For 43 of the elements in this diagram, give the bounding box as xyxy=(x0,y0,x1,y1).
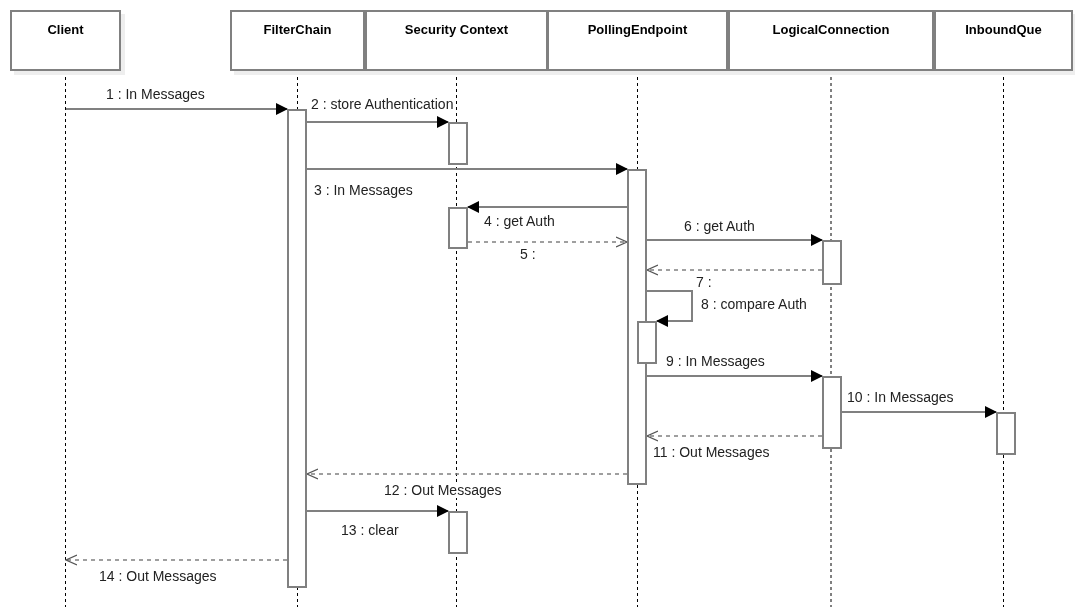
participant-name: Security Context xyxy=(403,21,510,37)
message-arrow xyxy=(646,234,823,246)
message-arrow xyxy=(306,468,628,480)
message-arrow xyxy=(841,406,997,418)
activation-bar xyxy=(822,240,842,285)
participant-name: PollingEndpoint xyxy=(586,21,689,37)
edge-label: 9 : In Messages xyxy=(665,353,766,369)
activation-bar xyxy=(637,321,657,364)
activation-bar xyxy=(448,122,468,165)
edge-label: 14 : Out Messages xyxy=(98,568,218,584)
message-arrow xyxy=(467,236,628,248)
edge-label: 7 : xyxy=(695,274,713,290)
activation-bar xyxy=(822,376,842,449)
message-arrow xyxy=(65,554,288,566)
edge-label: 3 : In Messages xyxy=(313,182,414,198)
activation-bar xyxy=(448,511,468,554)
edge-label: 4 : get Auth xyxy=(483,213,556,229)
message-arrow xyxy=(306,116,449,128)
activation-bar xyxy=(448,207,468,249)
participant-name: FilterChain xyxy=(262,21,333,37)
message-arrow xyxy=(646,290,693,327)
edge-label: 5 : xyxy=(519,246,537,262)
edge-label: 8 : compare Auth xyxy=(700,296,808,312)
message-arrow xyxy=(306,163,628,175)
edge-label: 11 : Out Messages xyxy=(652,444,771,460)
edge-label: 10 : In Messages xyxy=(846,389,955,405)
activation-bar xyxy=(996,412,1016,455)
message-arrow xyxy=(306,505,449,517)
participant-name: InboundQue xyxy=(964,21,1043,37)
message-arrow xyxy=(646,264,823,276)
message-arrow xyxy=(467,201,628,213)
participant-name: Client xyxy=(46,21,85,37)
activation-bar xyxy=(287,109,307,588)
message-arrow xyxy=(646,370,823,382)
participant-name: LogicalConnection xyxy=(771,21,891,37)
activation-bar xyxy=(627,169,647,485)
message-arrow xyxy=(646,430,823,442)
edge-label: 13 : clear xyxy=(340,522,400,538)
edge-label: 12 : Out Messages xyxy=(383,482,503,498)
edge-label: 6 : get Auth xyxy=(683,218,756,234)
edge-label: 2 : store Authentication xyxy=(310,96,455,112)
message-arrow xyxy=(65,103,288,115)
edge-label: 1 : In Messages xyxy=(105,86,206,102)
